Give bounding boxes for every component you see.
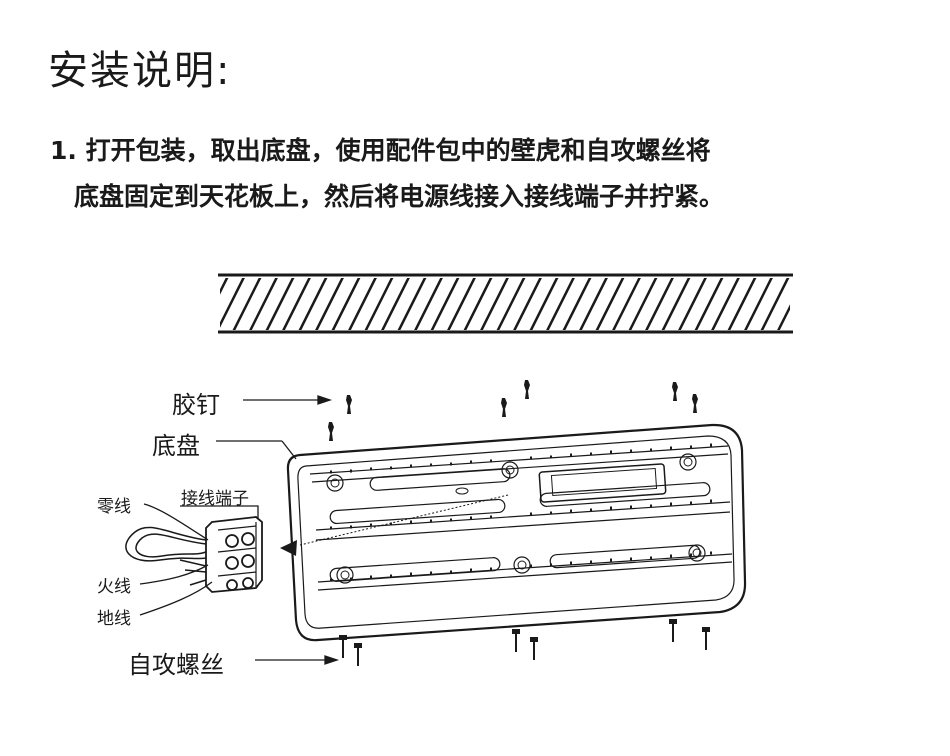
step-1-line-1: 1. 打开包装，取出底盘，使用配件包中的壁虎和自攻螺丝将 <box>50 136 711 165</box>
hatch-line <box>645 278 674 330</box>
hatch-line <box>232 278 262 330</box>
hatch-line <box>496 278 526 330</box>
hatch-line <box>381 278 410 330</box>
hatch-line <box>529 278 559 330</box>
hatch-line <box>562 278 592 330</box>
self-tapping-screws <box>339 619 710 666</box>
wires <box>125 526 207 586</box>
hatch-line <box>364 278 394 330</box>
hatch-line <box>678 278 707 330</box>
hatch-line <box>777 304 790 330</box>
terminal-block <box>205 516 263 593</box>
hatch-line <box>794 276 822 332</box>
hatch-line <box>546 278 575 330</box>
ceiling-hatch <box>218 273 839 334</box>
hatch-line <box>315 278 344 330</box>
wall-anchors <box>328 380 698 441</box>
label-anchor: 胶钉 <box>172 391 220 419</box>
hatch-line <box>265 278 295 330</box>
hatch-line <box>249 278 278 330</box>
hatch-line <box>480 278 509 330</box>
hatch-line <box>298 278 328 330</box>
hatch-line <box>282 278 311 330</box>
hatch-line <box>612 278 641 330</box>
page-title: 安装说明: <box>48 48 232 94</box>
hatch-line <box>811 276 839 332</box>
label-base-plate: 底盘 <box>152 432 200 460</box>
step-1-instructions: 1. 打开包装，取出底盘，使用配件包中的壁虎和自攻螺丝将 底盘固定到天花板上，然… <box>50 128 724 220</box>
base-plate <box>286 423 747 642</box>
hatch-line <box>447 278 476 330</box>
hatch-line <box>414 278 443 330</box>
label-ground-wire: 地线 <box>97 609 131 629</box>
direction-arrow <box>280 540 297 556</box>
hatch-line <box>661 278 691 330</box>
hatch-line <box>711 278 740 330</box>
hatch-line <box>628 278 658 330</box>
hatch-line <box>513 278 542 330</box>
label-neutral-wire: 零线 <box>97 497 131 517</box>
label-terminal-block: 接线端子 <box>181 489 249 509</box>
pointer-lines <box>139 395 340 665</box>
hatch-line <box>397 278 427 330</box>
hatch-line <box>727 278 757 330</box>
hatch-line <box>760 278 790 330</box>
hatch-line <box>595 278 625 330</box>
hatch-line <box>744 278 773 330</box>
hatch-line <box>579 278 608 330</box>
hatch-line <box>331 278 361 330</box>
hatch-line <box>348 278 377 330</box>
hatch-line <box>220 278 229 295</box>
hatch-line <box>430 278 460 330</box>
step-1-line-2: 底盘固定到天花板上，然后将电源线接入接线端子并拧紧。 <box>74 182 725 211</box>
label-live-wire: 火线 <box>97 577 131 597</box>
hatch-line <box>463 278 493 330</box>
hatch-line <box>694 278 724 330</box>
label-self-tapping-screw: 自攻螺丝 <box>128 651 224 679</box>
hatch-line <box>220 278 245 328</box>
